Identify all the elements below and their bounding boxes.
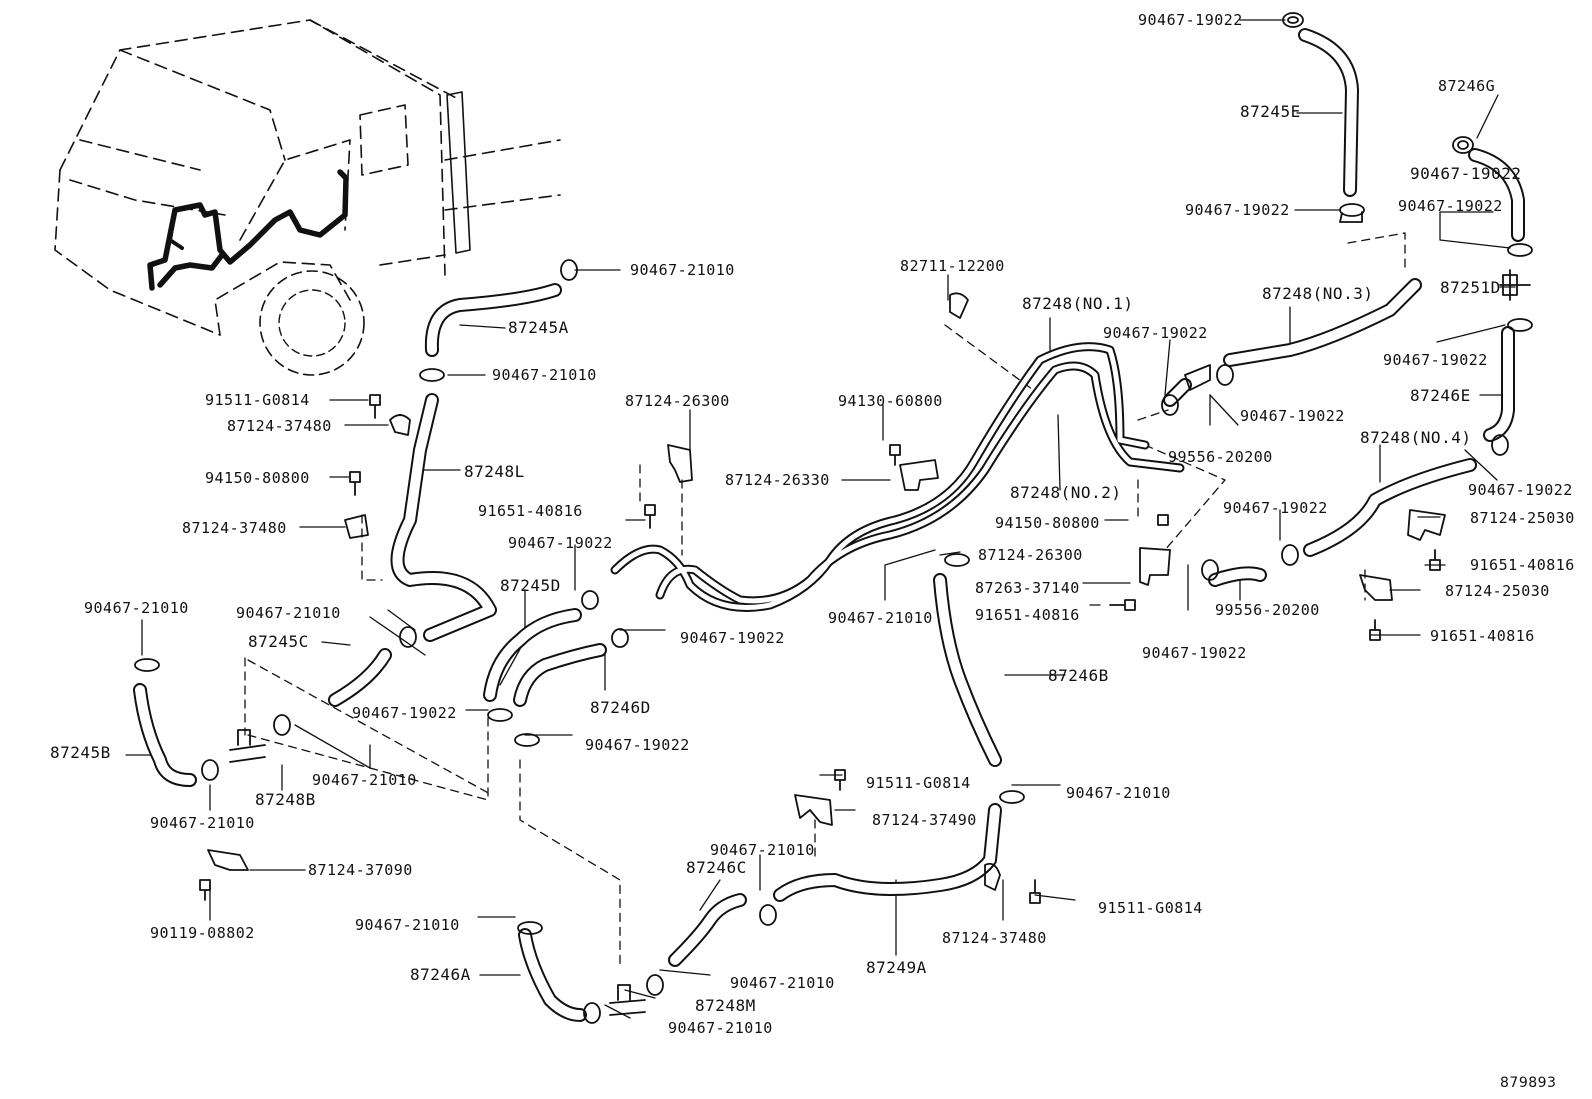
part-label-l25: 87248L [464,462,525,481]
part-label-l39: 94130-60800 [838,392,943,410]
part-label-l38: 87124-26300 [625,392,730,410]
part-label-l67: 90467-21010 [355,916,460,934]
part-label-l07: 87251D [1440,278,1501,297]
leader-lines [125,19,1516,1019]
part-label-l64: 91511-G0814 [1098,899,1203,917]
part-label-l05: 90467-19022 [1410,164,1522,183]
part-label-l32: 90467-21010 [150,814,255,832]
part-label-l01: 90467-19022 [1138,11,1243,29]
part-label-l36: 87248(NO.1) [1022,294,1134,313]
part-label-l41: 91651-40816 [478,502,583,520]
part-label-l68: 87246A [410,965,471,984]
part-label-l35: 82711-12200 [900,257,1005,275]
part-label-l66: 87249A [866,958,927,977]
part-label-l30: 90467-21010 [312,771,417,789]
part-label-l46: 90467-19022 [352,704,457,722]
part-label-l37: 90467-19022 [1103,324,1208,342]
part-label-l52: 87263-37140 [975,579,1080,597]
part-label-l11: 90467-19022 [1240,407,1345,425]
part-label-l06: 90467-19022 [1398,197,1503,215]
part-label-l57: 90467-19022 [1142,644,1247,662]
part-label-l59: 91511-G0814 [866,774,971,792]
part-label-l43: 87245D [500,576,561,595]
part-label-l17: 91651-40816 [1430,627,1535,645]
vehicle-illustration [54,19,561,376]
part-label-l65: 87124-37480 [942,929,1047,947]
part-label-l33: 87124-37090 [308,861,413,879]
part-label-l03: 90467-19022 [1185,201,1290,219]
part-label-l61: 90467-21010 [1066,784,1171,802]
part-label-l19: 87245A [508,318,569,337]
part-label-l22: 87124-37480 [227,417,332,435]
part-label-l40: 87124-26330 [725,471,830,489]
part-label-l10: 87246E [1410,386,1471,405]
part-label-l62: 90467-21010 [710,841,815,859]
fittings [134,12,1533,1024]
part-label-l14: 87124-25030 [1470,509,1575,527]
part-label-l04: 87246G [1438,77,1496,95]
part-label-l49: 87248(NO.2) [1010,483,1122,502]
part-label-l26: 90467-21010 [84,599,189,617]
figure-id: 879893 [1500,1075,1557,1091]
part-label-l08: 87248(NO.3) [1262,284,1374,303]
part-label-l15: 91651-40816 [1470,556,1575,574]
part-label-l69: 90467-21010 [730,974,835,992]
part-label-l20: 90467-21010 [492,366,597,384]
hoses [133,28,1525,1022]
part-label-l63: 87246C [686,858,747,877]
part-label-l24: 87124-37480 [182,519,287,537]
reference-lines [244,232,1406,969]
part-label-l70: 87248M [695,996,756,1015]
part-label-l34: 90119-08802 [150,924,255,942]
part-label-l56: 99556-20200 [1215,601,1320,619]
part-label-l60: 87124-37490 [872,811,977,829]
part-label-l12: 87248(NO.4) [1360,428,1472,447]
part-label-l16: 87124-25030 [1445,582,1550,600]
part-label-l71: 90467-21010 [668,1019,773,1037]
part-label-l51: 87124-26300 [978,546,1083,564]
part-label-l02: 87245E [1240,102,1301,121]
part-label-l09: 90467-19022 [1383,351,1488,369]
part-label-l42: 90467-19022 [508,534,613,552]
part-label-l23: 94150-80800 [205,469,310,487]
part-label-l47: 90467-19022 [585,736,690,754]
part-label-l45: 87246D [590,698,651,717]
main-pipes [610,342,1185,612]
part-label-l28: 87245C [248,632,309,651]
part-label-l27: 90467-21010 [236,604,341,622]
part-label-l29: 87245B [50,743,111,762]
part-label-l48: 99556-20200 [1168,448,1273,466]
part-label-l21: 91511-G0814 [205,391,310,409]
part-label-l58: 87246B [1048,666,1109,685]
part-label-l53: 91651-40816 [975,606,1080,624]
part-label-l13: 90467-19022 [1468,481,1573,499]
part-label-l55: 90467-19022 [1223,499,1328,517]
part-label-l44: 90467-19022 [680,629,785,647]
part-label-l54: 90467-21010 [828,609,933,627]
part-label-l50: 94150-80800 [995,514,1100,532]
part-label-l18: 90467-21010 [630,261,735,279]
part-label-l31: 87248B [255,790,316,809]
